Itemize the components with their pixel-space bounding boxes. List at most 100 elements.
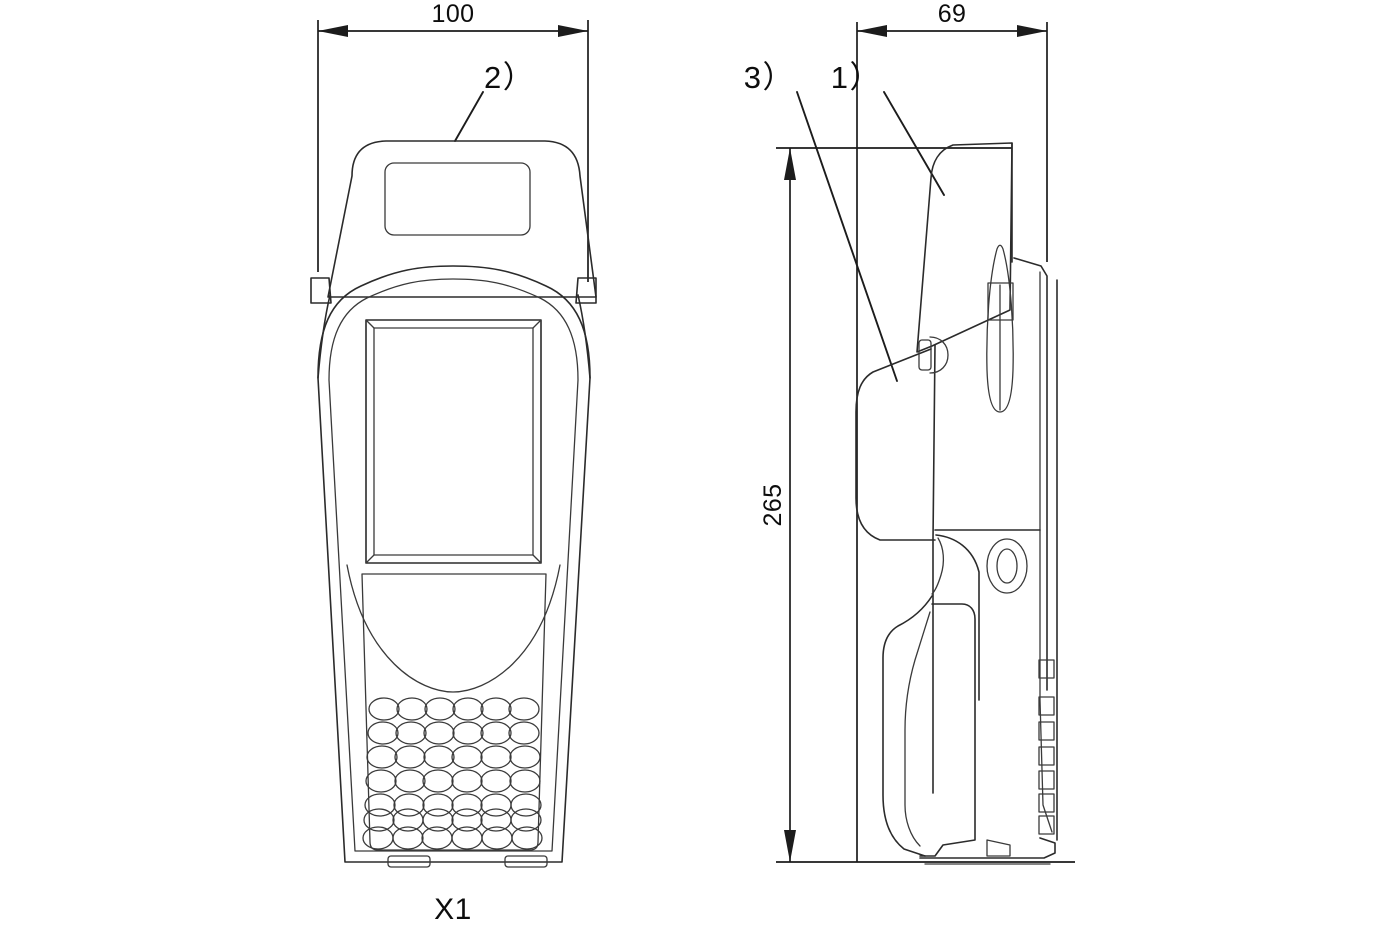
keypad-key <box>368 697 400 721</box>
keypad-key <box>452 721 484 745</box>
side-connector-notch-strip <box>1038 659 1055 835</box>
front-inner-shell-line <box>328 278 579 852</box>
keypad-key <box>451 793 483 817</box>
side-bottom-plate <box>919 837 1056 859</box>
keypad-key <box>480 745 512 769</box>
keypad-key <box>392 808 424 832</box>
keypad-key <box>452 697 484 721</box>
keypad-key <box>396 697 428 721</box>
callout-label-2: 2） <box>484 60 535 95</box>
front-scanner-head-outline <box>327 140 597 298</box>
keypad-panel-outline <box>361 573 547 851</box>
dim-value-side-width: 69 <box>938 0 967 28</box>
keypad-key <box>480 769 512 793</box>
keypad-key <box>367 721 399 745</box>
dim-value-front-width: 100 <box>432 0 475 28</box>
leader-line-2 <box>454 91 484 142</box>
keypad-key <box>424 697 456 721</box>
callout-label-3: 3） <box>744 60 795 95</box>
front-view-dimension-100: 100 <box>317 0 589 282</box>
side-strap-boss-inner <box>996 548 1018 584</box>
left-wing-tab <box>310 277 332 304</box>
lcd-bezel-outer <box>365 319 542 564</box>
connector-notch <box>1038 696 1055 716</box>
keypad-key <box>481 826 513 850</box>
keypad-key <box>451 808 483 832</box>
arrow-right-front <box>558 25 588 37</box>
side-view-dimension-265: 265 <box>759 147 1075 863</box>
arrow-left-front <box>318 25 348 37</box>
keypad-key <box>451 745 483 769</box>
keypad-key-grid <box>362 697 543 850</box>
connector-notch <box>1038 793 1055 813</box>
keypad-key <box>362 826 394 850</box>
arrow-left-side <box>857 25 887 37</box>
side-strap-boss-outer <box>986 538 1028 594</box>
lcd-bevel-tr <box>532 319 542 329</box>
bottom-contact-right <box>504 855 548 868</box>
keypad-key <box>366 745 398 769</box>
right-wing-tab <box>575 277 597 304</box>
keypad-key <box>509 769 541 793</box>
keypad-key <box>508 697 540 721</box>
connector-notch <box>1038 815 1055 835</box>
leader-line-3 <box>796 91 898 382</box>
side-scanner-head <box>916 142 1013 353</box>
keypad-key <box>392 826 424 850</box>
side-antenna-pod <box>986 244 1014 413</box>
side-rear-wall <box>1013 257 1048 691</box>
keypad-key <box>422 793 454 817</box>
lcd-bevel-bl <box>365 554 375 564</box>
callout-2-group: 2） <box>454 60 535 142</box>
bottom-contact-left <box>387 855 431 868</box>
connector-notch <box>1038 770 1055 790</box>
side-view-body <box>855 142 1058 865</box>
keypad-key <box>364 793 396 817</box>
lcd-screen-inner <box>373 327 534 556</box>
keypad-key <box>422 808 454 832</box>
keypad-key <box>423 745 455 769</box>
keypad-key <box>480 721 512 745</box>
front-view-body <box>310 140 597 868</box>
side-latch-block <box>918 339 932 371</box>
side-lower-grip-inner <box>904 611 931 847</box>
keypad-key <box>394 745 426 769</box>
keypad-key <box>511 826 543 850</box>
side-lower-grip <box>919 603 976 857</box>
lcd-bevel-tl <box>365 319 375 329</box>
connector-notch <box>1038 746 1055 766</box>
side-rear-wall-inner <box>1039 271 1053 833</box>
head-right-taper <box>577 294 591 379</box>
keypad-key <box>480 808 512 832</box>
connector-notch <box>1038 659 1055 679</box>
keypad-key <box>423 721 455 745</box>
keypad-key <box>421 826 453 850</box>
front-view-caption: X1 <box>434 893 472 926</box>
side-trigger-inner <box>931 537 945 595</box>
keypad-key <box>393 793 425 817</box>
side-front-shell <box>855 348 936 541</box>
keypad-key <box>510 808 542 832</box>
keypad-key <box>509 745 541 769</box>
front-main-body-outline <box>317 265 591 863</box>
head-left-taper <box>317 294 331 379</box>
keypad-key <box>422 769 454 793</box>
keypad-key <box>508 721 540 745</box>
side-bottom-foot <box>986 839 1011 857</box>
side-latch-bump <box>929 336 949 374</box>
front-waist-curve <box>346 564 561 693</box>
side-trigger-scoop <box>935 534 980 701</box>
keypad-key <box>451 769 483 793</box>
arrow-right-side <box>1017 25 1047 37</box>
dim-value-side-height: 265 <box>759 484 787 527</box>
lcd-bevel-br <box>532 554 542 564</box>
keypad-key <box>451 826 483 850</box>
arrow-top-side <box>784 148 796 180</box>
callout-label-1: 1） <box>831 60 882 95</box>
side-body-column <box>932 344 936 794</box>
keypad-key <box>394 769 426 793</box>
callout-3-group: 3） <box>744 60 898 382</box>
scanner-window <box>384 162 531 236</box>
